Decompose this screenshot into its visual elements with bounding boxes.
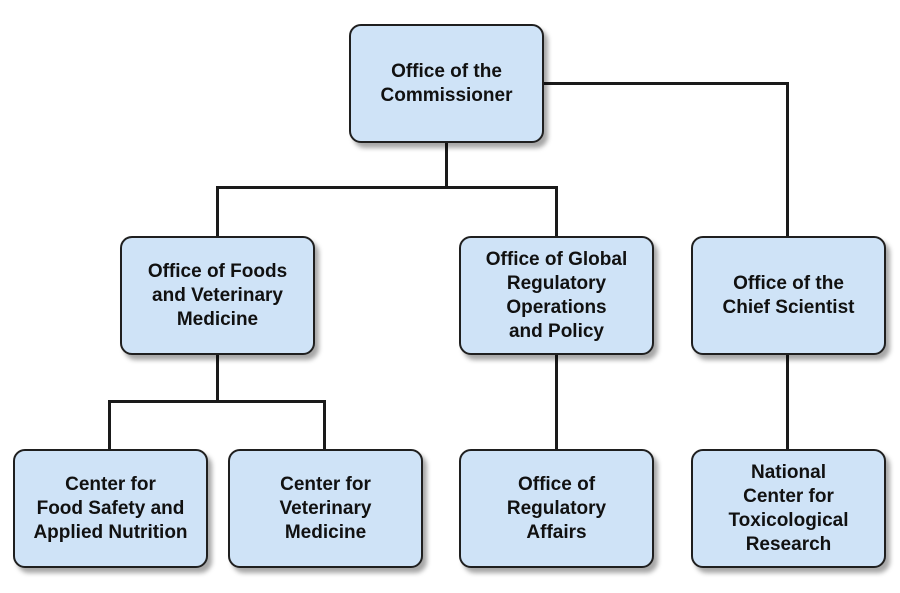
connector-to-foods — [216, 186, 219, 238]
connector-to-nctr — [786, 354, 789, 451]
connector-to-ora — [555, 354, 558, 451]
node-national-center-for-toxicological-research: National Center for Toxicological Resear… — [691, 449, 886, 568]
node-office-of-the-chief-scientist: Office of the Chief Scientist — [691, 236, 886, 355]
connector-level2-bus — [108, 400, 326, 403]
connector-to-chief — [786, 82, 789, 238]
node-label: Center for Food Safety and Applied Nutri… — [33, 473, 188, 543]
node-center-for-food-safety: Center for Food Safety and Applied Nutri… — [13, 449, 208, 568]
connector-foods-down — [216, 354, 219, 402]
connector-to-global — [555, 186, 558, 238]
node-label: Office of Foods and Veterinary Medicine — [147, 260, 288, 330]
node-label: National Center for Toxicological Resear… — [728, 461, 849, 555]
node-label: Office of Regulatory Affairs — [506, 473, 607, 543]
node-office-of-foods-and-veterinary-medicine: Office of Foods and Veterinary Medicine — [120, 236, 315, 355]
node-label: Center for Veterinary Medicine — [279, 473, 372, 543]
node-office-of-the-commissioner: Office of the Commissioner — [349, 24, 544, 143]
connector-to-cvm — [323, 400, 326, 451]
connector-commissioner-down — [445, 142, 448, 188]
node-label: Office of the Commissioner — [380, 60, 513, 106]
connector-to-cfsan — [108, 400, 111, 451]
node-label: Office of Global Regulatory Operations a… — [485, 248, 628, 342]
connector-commissioner-right — [543, 82, 788, 85]
node-office-of-regulatory-affairs: Office of Regulatory Affairs — [459, 449, 654, 568]
node-label: Office of the Chief Scientist — [722, 272, 855, 318]
node-center-for-veterinary-medicine: Center for Veterinary Medicine — [228, 449, 423, 568]
connector-level1-bus — [216, 186, 558, 189]
node-office-of-global-regulatory-operations: Office of Global Regulatory Operations a… — [459, 236, 654, 355]
